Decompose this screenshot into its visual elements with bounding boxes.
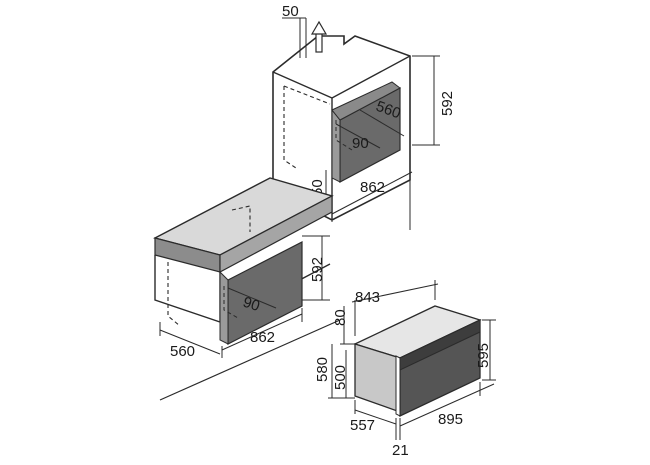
floor-line xyxy=(159,319,341,401)
under-corner-label: 90 xyxy=(241,294,262,315)
oven-top-width-label: 843 xyxy=(355,289,380,306)
under-depth-label: 560 xyxy=(170,343,195,360)
tall-corner-label: 90 xyxy=(352,135,369,152)
oven-depth-label: 557 xyxy=(350,417,375,434)
oven-appliance: 843 80 580 500 595 557 21 895 xyxy=(314,280,496,459)
under-hidden-lines-2 xyxy=(231,205,251,232)
tall-hidden-lines-2 xyxy=(283,85,331,105)
under-width-label: 862 xyxy=(250,329,275,346)
tall-cavity-top xyxy=(331,81,401,121)
oven-front-thickness-label: 21 xyxy=(392,442,409,459)
under-hidden-lines xyxy=(167,262,181,327)
oven-total-height-label: 580 xyxy=(314,357,331,382)
tall-vent-gap-label: 50 xyxy=(282,3,299,20)
up-arrow-icon xyxy=(310,20,328,53)
tall-unit: 50 592 560 90 50 862 xyxy=(272,3,456,230)
under-height-label: 592 xyxy=(309,257,326,282)
tall-width-label: 862 xyxy=(360,179,385,196)
worktop-front-right xyxy=(219,195,333,274)
tall-height-label: 592 xyxy=(439,91,456,116)
oven-front-height-label: 595 xyxy=(475,343,492,368)
under-counter-unit: 592 90 862 560 xyxy=(153,177,341,401)
oven-body-height-label: 500 xyxy=(332,365,349,390)
tall-hidden-lines xyxy=(283,86,297,169)
oven-front-width-label: 895 xyxy=(438,411,463,428)
oven-control-height-label: 80 xyxy=(332,309,349,326)
oven-frame-edge xyxy=(395,355,401,417)
under-cavity-dash xyxy=(223,286,239,319)
